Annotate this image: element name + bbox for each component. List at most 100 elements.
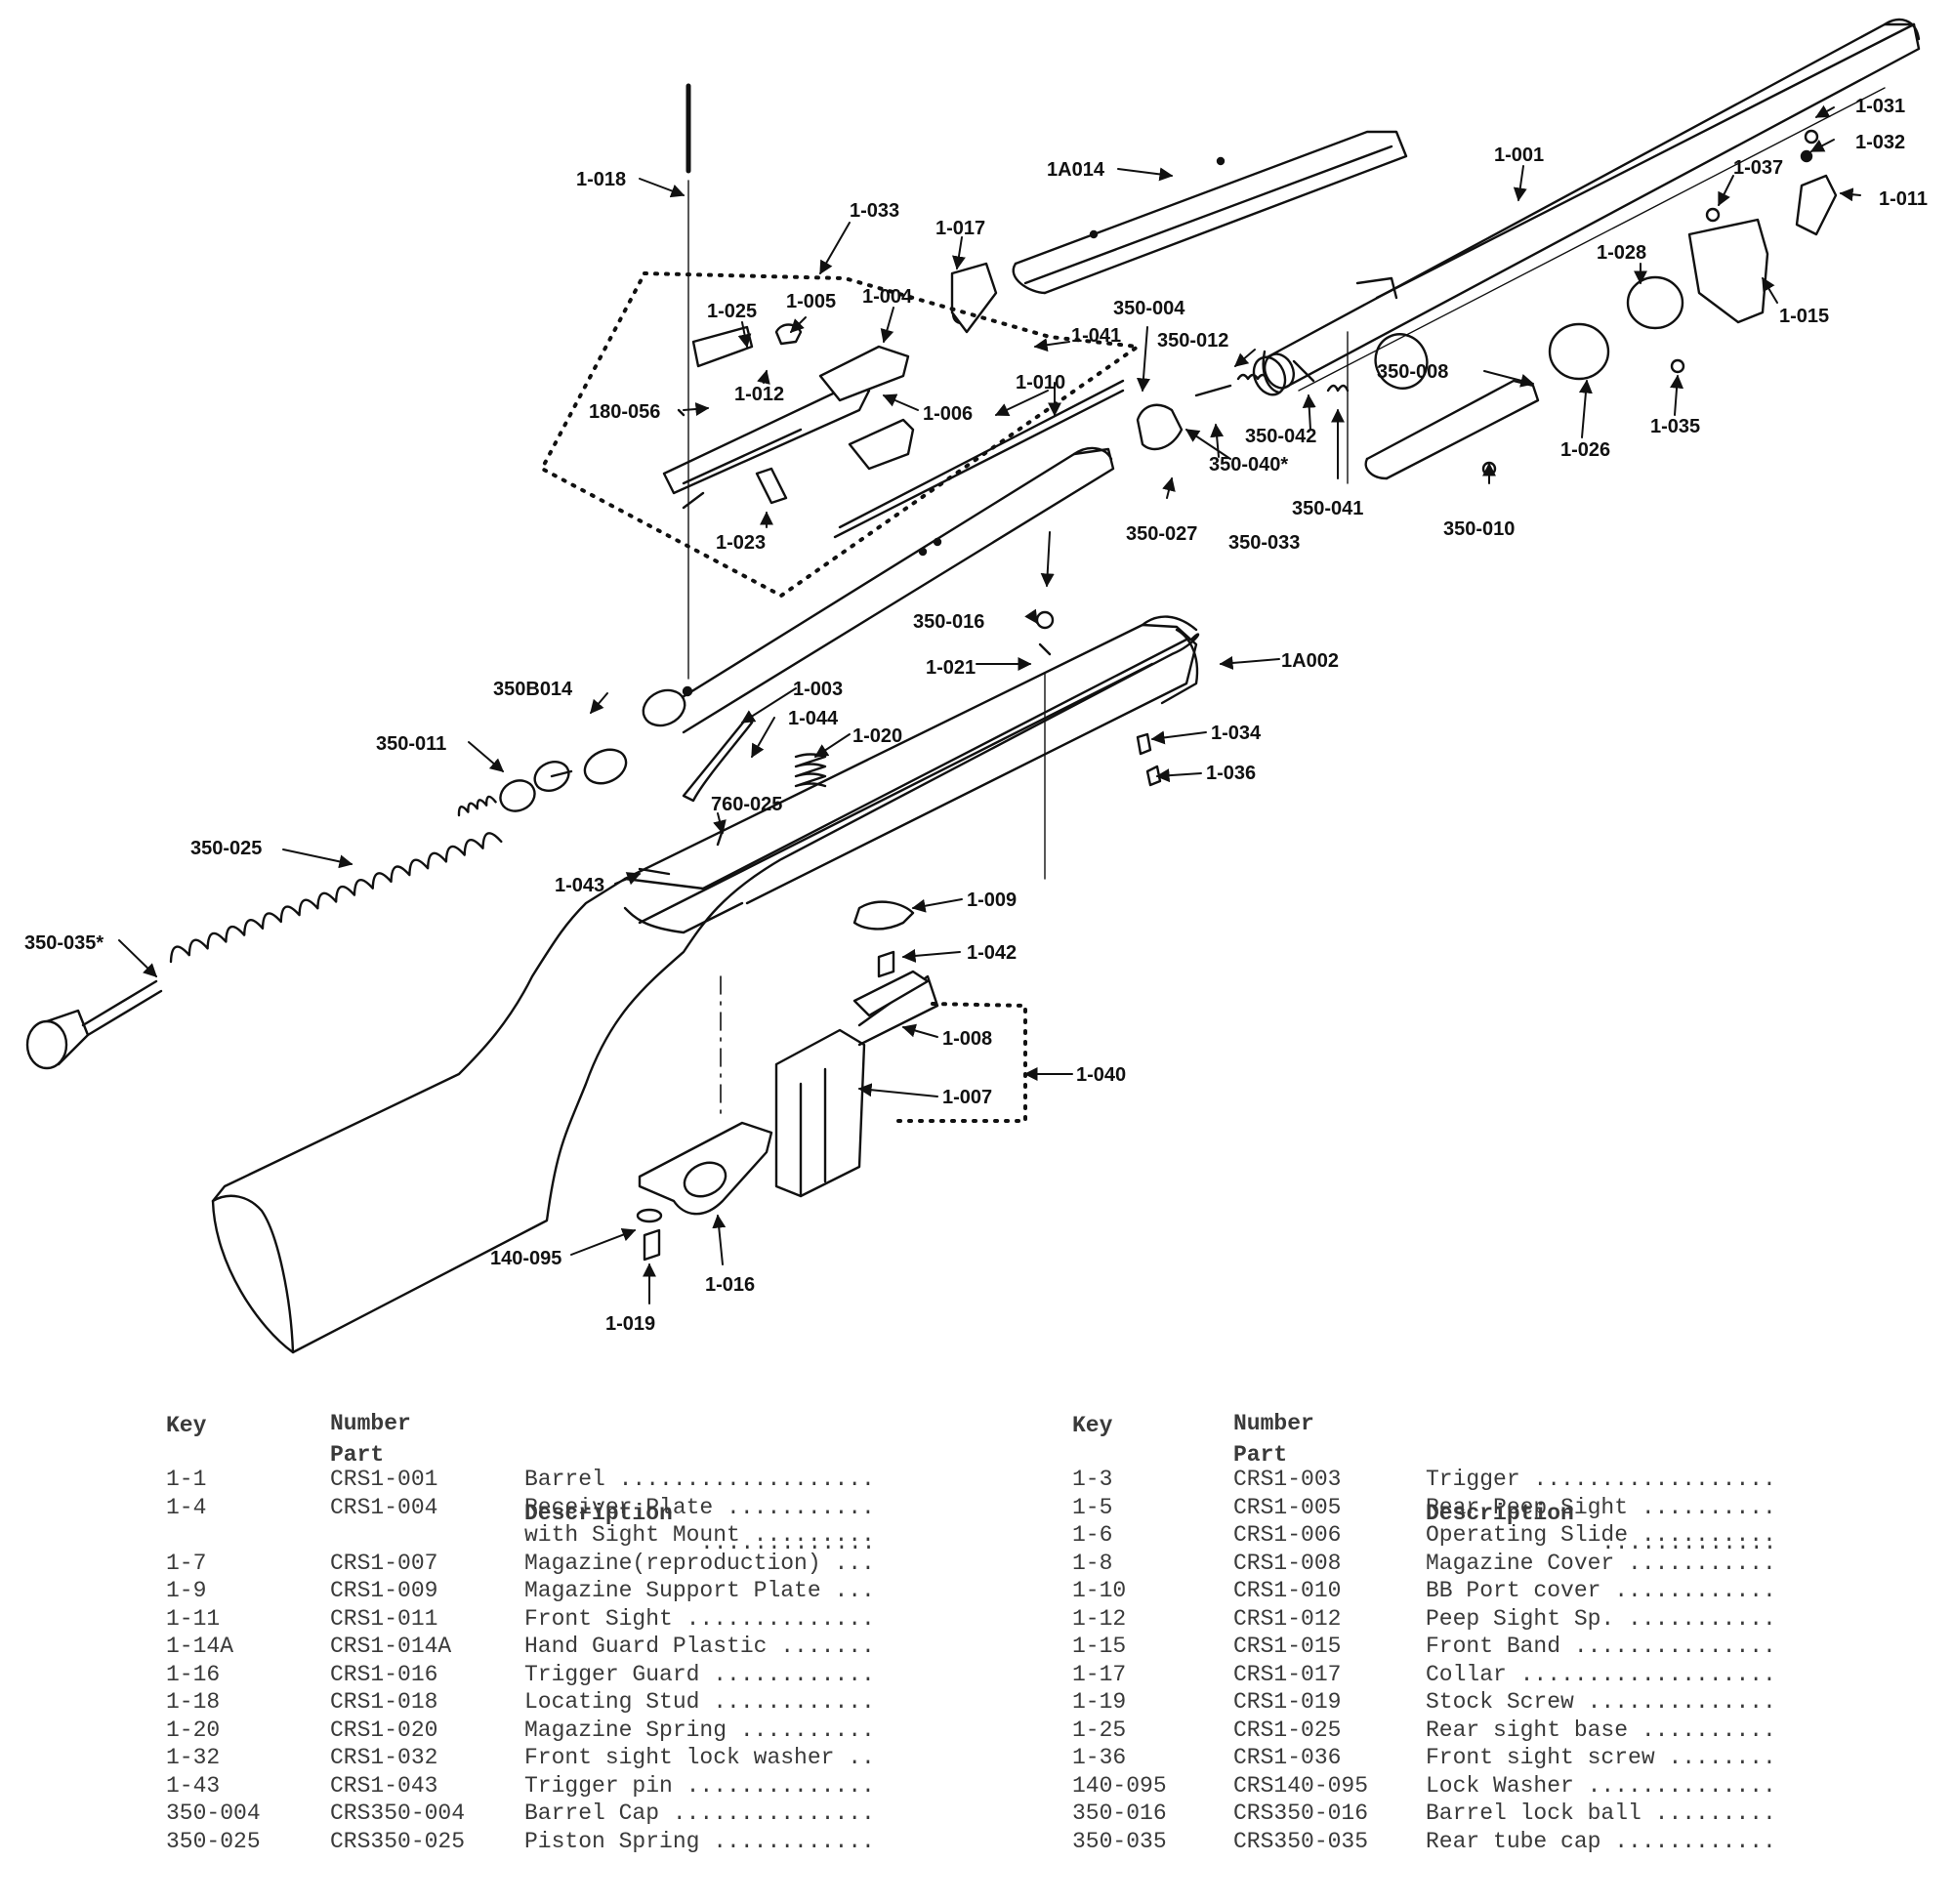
callout-label: 1-008 [942, 1028, 992, 1050]
part-key: 1-6 [1072, 1522, 1113, 1548]
part-key: 1-20 [166, 1717, 221, 1743]
part-description: Rear sight base .......... [1426, 1717, 1776, 1743]
callout-label: 350-011 [376, 733, 446, 755]
table-row: 1-1 CRS1-001 Barrel ................... [166, 1466, 928, 1493]
part-number: CRS350-025 [330, 1828, 466, 1854]
part-number: CRS1-005 [1233, 1494, 1342, 1520]
callout-label: 350-016 [913, 611, 984, 633]
part-key: 1-25 [1072, 1717, 1127, 1743]
piston-spring-part [169, 832, 503, 964]
callout-label: 350-041 [1292, 498, 1363, 519]
table-row: 350-016 CRS350-016 Barrel lock ball ......… [1072, 1800, 1834, 1827]
callout-label: 1-010 [1016, 372, 1065, 393]
trigger-guard-part [638, 1121, 773, 1216]
callout-label: 1-031 [1855, 96, 1905, 117]
part-number: CRS1-007 [330, 1550, 438, 1576]
part-description: Magazine(reproduction) ... [524, 1550, 875, 1576]
part-number: CRS1-017 [1233, 1661, 1342, 1687]
part-description: Trigger pin .............. [524, 1772, 875, 1799]
callout-label: 1A014 [1047, 159, 1105, 181]
part-number: CRS1-032 [330, 1745, 438, 1770]
part-description: Barrel ................... [524, 1467, 875, 1492]
part-number: CRS1-010 [1233, 1578, 1342, 1603]
part-description: Stock Screw .............. [1426, 1689, 1776, 1715]
callout-label: 350-027 [1126, 523, 1197, 545]
callout-label: 1-035 [1650, 416, 1700, 437]
part-description: Piston Spring ............ [524, 1828, 875, 1854]
part-key: 1-11 [166, 1605, 221, 1632]
callout-label: 350-033 [1228, 532, 1300, 554]
callout-label: 180-056 [589, 401, 660, 423]
part-number: CRS1-016 [330, 1661, 438, 1687]
callout-label: 350-012 [1157, 330, 1228, 352]
part-key: 350-025 [166, 1828, 261, 1854]
callout-label: 1-006 [923, 403, 973, 425]
alignment-line [1298, 87, 1886, 392]
header-leader: ............. [700, 1530, 876, 1555]
part-key: 350-004 [166, 1801, 261, 1826]
header-part: Part [1233, 1442, 1288, 1468]
part-description: Front sight screw ........ [1426, 1745, 1776, 1770]
callout-label: 1-004 [862, 286, 913, 308]
part-key: 1-16 [166, 1661, 221, 1687]
callout-label: 350-035* [24, 932, 104, 954]
callout-label: 1-042 [967, 942, 1017, 964]
callout-label: 1-034 [1211, 723, 1262, 744]
part-description: Front Sight .............. [524, 1605, 875, 1632]
part-number: CRS140-095 [1233, 1772, 1369, 1799]
part-key: 1-1 [166, 1467, 207, 1492]
callout-label: 350-004 [1113, 298, 1185, 319]
part-key: 350-016 [1072, 1801, 1167, 1826]
part-number: CRS1-036 [1233, 1745, 1342, 1770]
part-key: 1-12 [1072, 1605, 1127, 1632]
callout-arrows [118, 104, 1861, 1304]
callout-label: 1-001 [1494, 145, 1544, 166]
part-key: 1-4 [166, 1494, 207, 1520]
part-number: CRS1-015 [1233, 1634, 1342, 1659]
part-number: CRS350-004 [330, 1801, 466, 1826]
part-key: 1-3 [1072, 1467, 1113, 1492]
callout-label: 1-011 [1879, 188, 1928, 210]
magazine-support-plate-part [852, 900, 915, 931]
callout-label: 1-005 [786, 291, 836, 312]
callout-label: 1-026 [1560, 439, 1610, 461]
part-key: 350-035 [1072, 1828, 1167, 1854]
part-number: CRS350-016 [1233, 1801, 1369, 1826]
part-description: Barrel lock ball ......... [1426, 1801, 1776, 1826]
part-number: CRS1-001 [330, 1467, 438, 1492]
magazine-cover-part [852, 970, 930, 1017]
magazine-part [774, 974, 939, 1198]
callout-label: 1-017 [935, 218, 985, 239]
table-header: Key Part Number Description ............… [1072, 1382, 1853, 1555]
callout-label: 1-044 [788, 708, 839, 729]
part-description: Rear tube cap ............ [1426, 1828, 1776, 1854]
part-number: CRS1-009 [330, 1578, 438, 1603]
part-key: 1-9 [166, 1578, 207, 1603]
part-key: 1-32 [166, 1745, 221, 1770]
part-description: Trigger .................. [1426, 1467, 1776, 1492]
header-description: Description [524, 1501, 673, 1526]
callout-label: 1-040 [1076, 1064, 1126, 1086]
part-key: 140-095 [1072, 1772, 1167, 1799]
receiver-plate-group [662, 83, 1125, 539]
part-description: Trigger Guard ............ [524, 1661, 875, 1687]
part-number: CRS1-006 [1233, 1522, 1342, 1548]
callout-label: 1-033 [850, 200, 899, 222]
callout-label: 1-021 [926, 657, 976, 679]
part-number: CRS1-003 [1233, 1467, 1342, 1492]
part-description: Barrel Cap ............... [524, 1801, 875, 1826]
callout-label: 760-025 [711, 794, 782, 815]
part-key: 1-15 [1072, 1634, 1127, 1659]
callout-label: 1-018 [576, 169, 626, 190]
barrel-part [1252, 18, 1921, 396]
